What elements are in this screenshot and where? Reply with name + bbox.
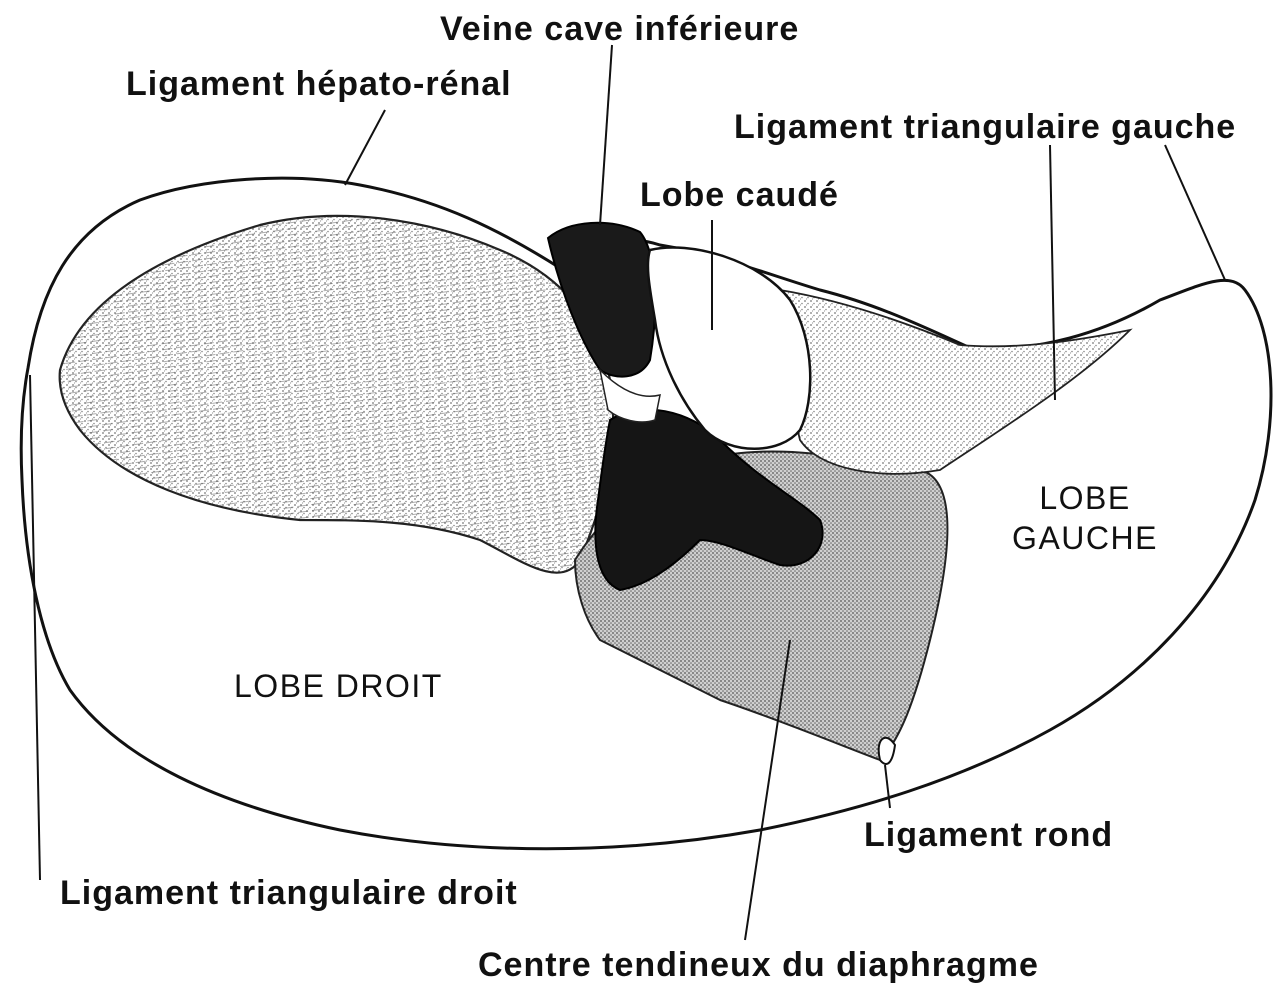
label-lobe-caude: Lobe caudé [640, 178, 839, 212]
label-veine-cave-inferieure: Veine cave inférieure [440, 12, 799, 46]
label-ligament-triangulaire-droit: Ligament triangulaire droit [60, 876, 518, 910]
label-lobe-gauche-line1: LOBE [995, 482, 1175, 514]
label-lobe-droit: LOBE DROIT [234, 670, 443, 702]
label-ligament-hepato-renal: Ligament hépato-rénal [126, 67, 512, 101]
label-ligament-triangulaire-gauche: Ligament triangulaire gauche [734, 110, 1236, 144]
label-ligament-rond: Ligament rond [864, 818, 1113, 852]
label-centre-tendineux: Centre tendineux du diaphragme [478, 948, 1039, 982]
label-lobe-gauche: LOBE GAUCHE [995, 482, 1175, 554]
label-lobe-gauche-line2: GAUCHE [995, 522, 1175, 554]
